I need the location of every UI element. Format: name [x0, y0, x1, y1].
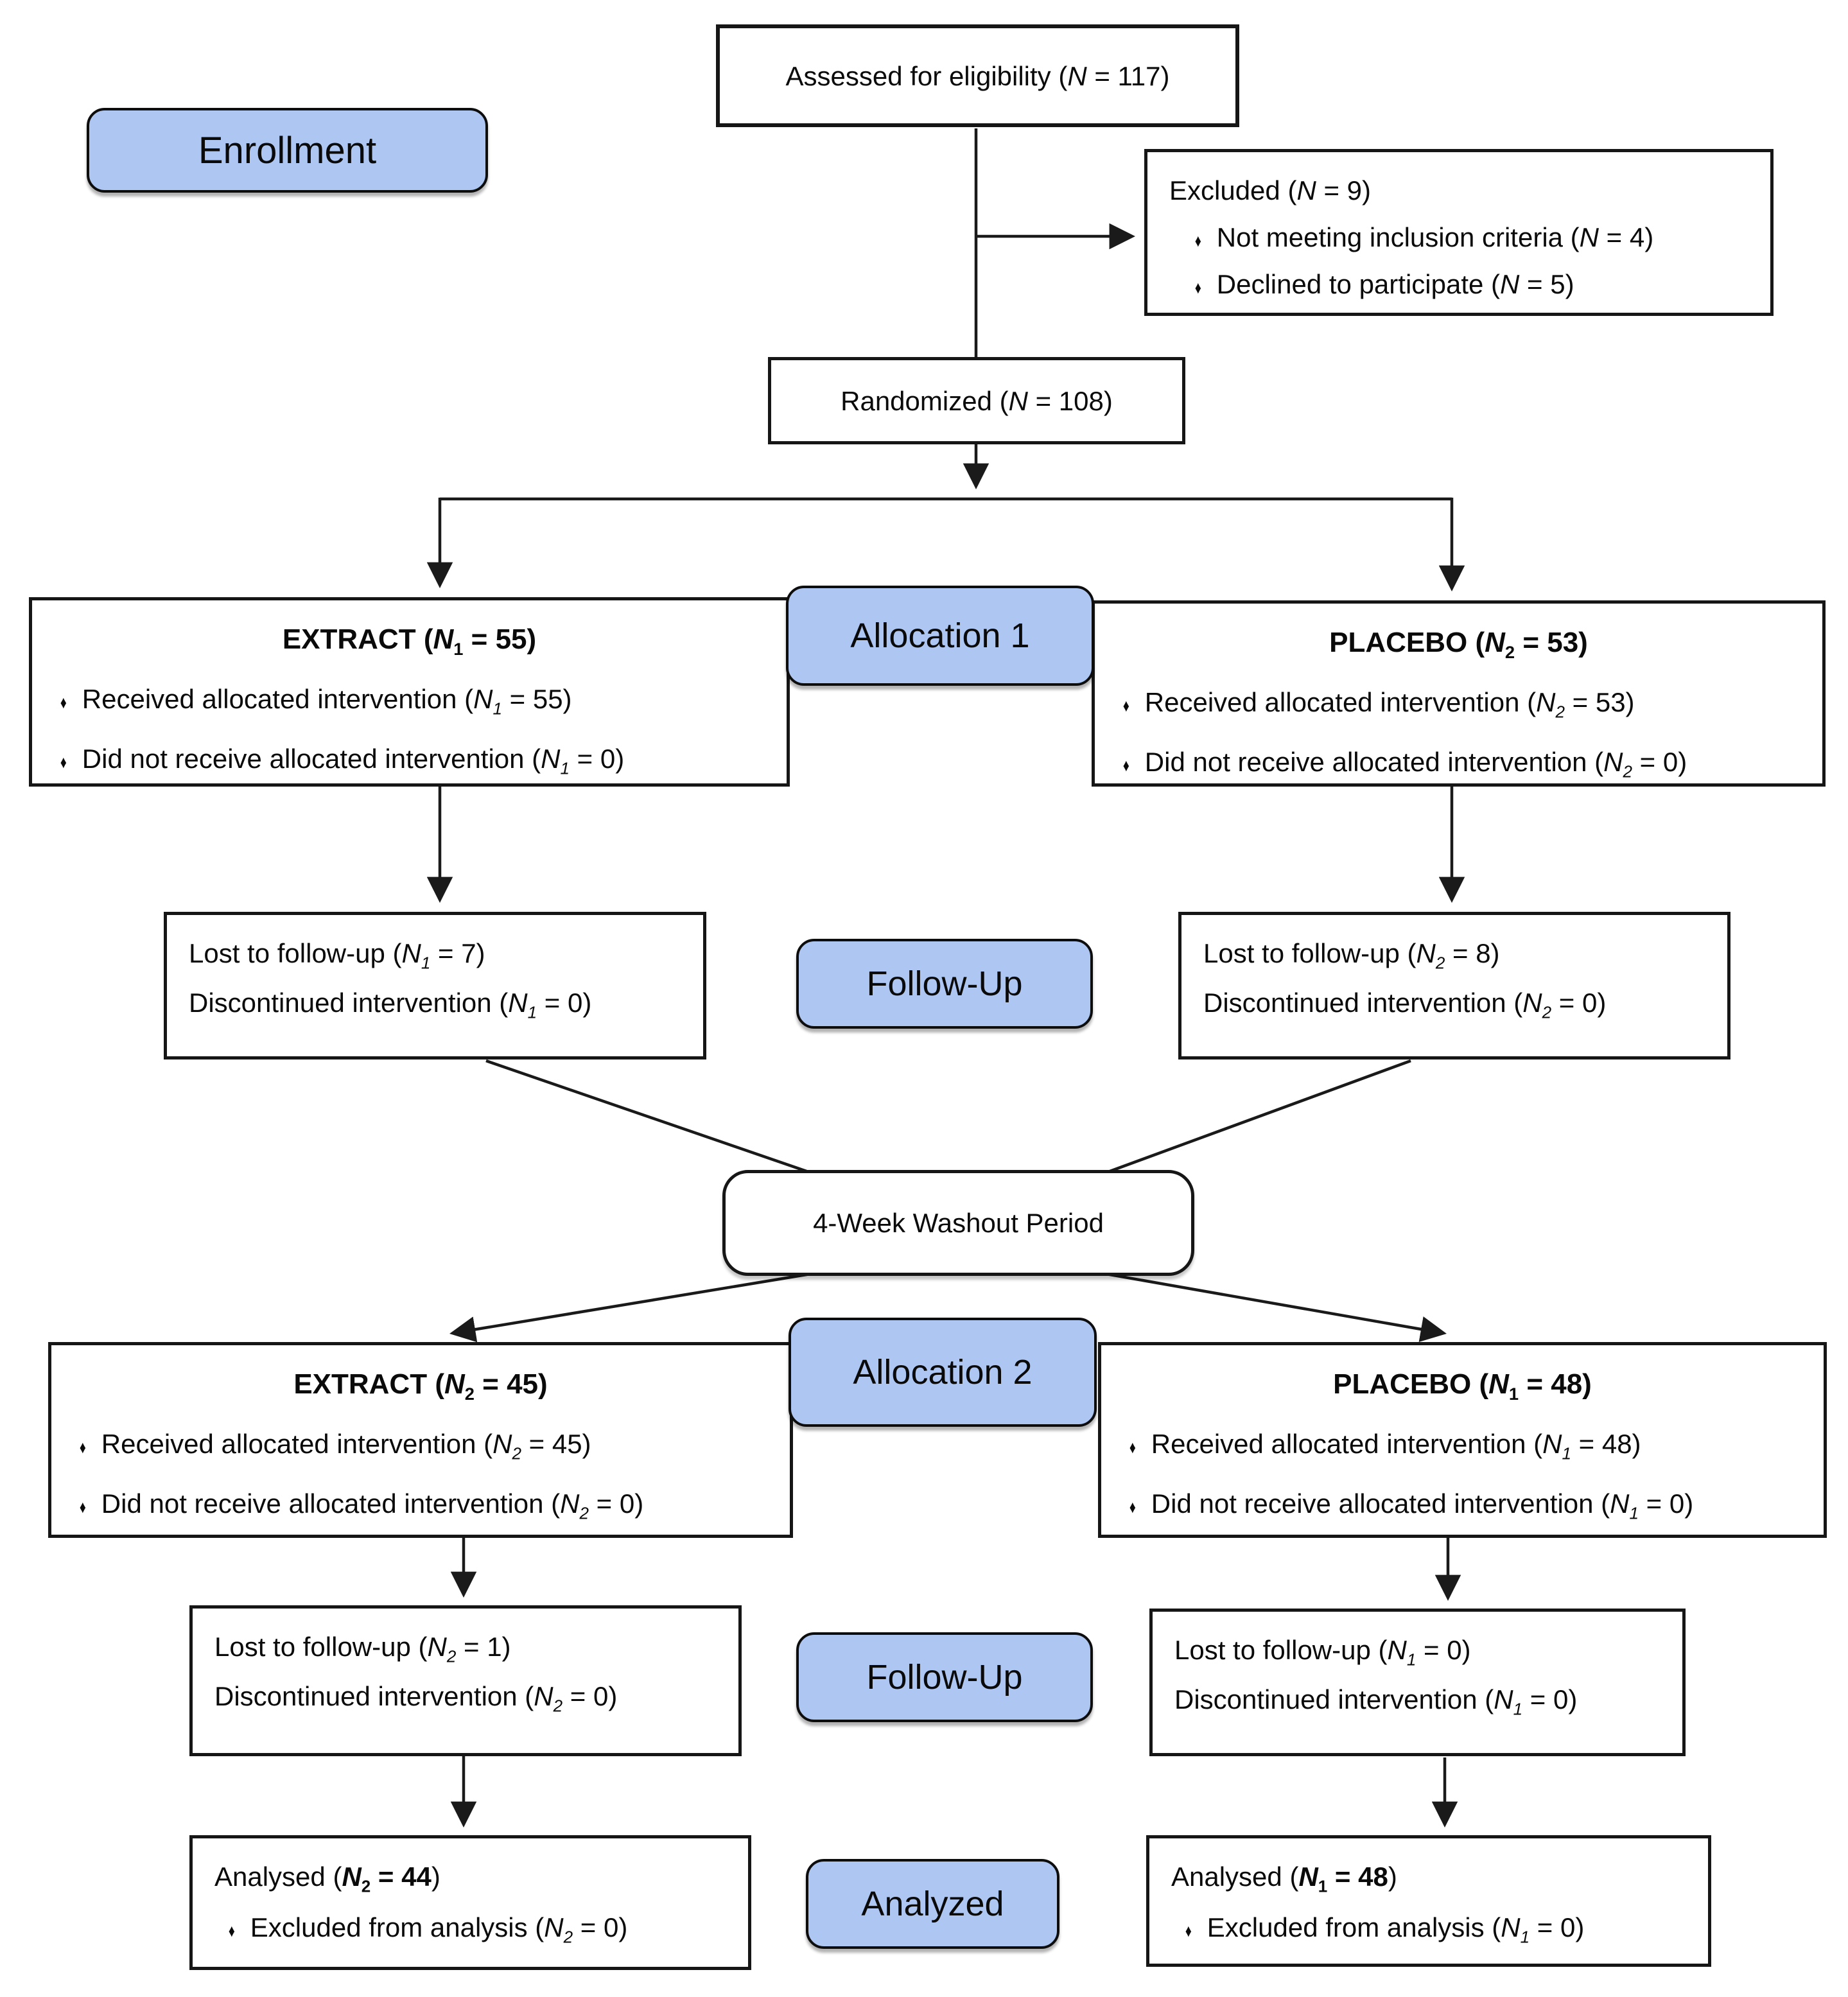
excluded-bullet: ♦ Not meeting inclusion criteria (N = 4) [1169, 217, 1748, 257]
followup1-label: Follow-Up [796, 939, 1093, 1029]
analysed-left-box: Analysed (N2 = 44) ♦ Excluded from analy… [189, 1835, 751, 1970]
followup2-left-line: Discontinued intervention (N2 = 0) [214, 1681, 618, 1716]
followup1-left-box: Lost to follow-up (N1 = 7) Discontinued … [164, 912, 706, 1060]
analyzed-label-text: Analyzed [861, 1885, 1004, 1923]
arrow-washout-to-placebo-arm2 [1102, 1271, 1447, 1342]
assessed-text: Assessed for eligibility (N = 117) [785, 60, 1170, 91]
followup2-right-line: Lost to follow-up (N1 = 0) [1174, 1635, 1471, 1670]
bullet-diamond-icon: ♦ [1129, 1497, 1136, 1517]
extract-arm1-bullet: ♦ Did not receive allocated intervention… [60, 744, 625, 778]
followup1-right-line: Discontinued intervention (N2 = 0) [1203, 988, 1607, 1022]
enrollment-label-text: Enrollment [198, 129, 377, 171]
excluded-title: Excluded (N = 9) [1169, 175, 1371, 205]
followup1-left-line: Discontinued intervention (N1 = 0) [189, 988, 592, 1022]
extract-arm1-title: EXTRACT (N1 = 55) [282, 624, 537, 659]
extract-arm1-bullet: ♦ Received allocated intervention (N1 = … [60, 684, 572, 719]
enrollment-label: Enrollment [87, 108, 488, 193]
bullet-diamond-icon: ♦ [1194, 231, 1201, 250]
randomized-box: Randomized (N = 108) [768, 357, 1185, 444]
extract-arm2-bullet: ♦ Did not receive allocated intervention… [79, 1488, 644, 1523]
followup1-label-text: Follow-Up [866, 964, 1023, 1003]
analysed-left-title: Analysed (N2 = 44) [214, 1862, 440, 1896]
followup2-label-text: Follow-Up [866, 1658, 1023, 1696]
followup2-right-box: Lost to follow-up (N1 = 0) Discontinued … [1149, 1609, 1686, 1756]
bullet-diamond-icon: ♦ [1194, 278, 1201, 297]
analysed-right-box: Analysed (N1 = 48) ♦ Excluded from analy… [1146, 1835, 1711, 1967]
bullet-diamond-icon: ♦ [1185, 1921, 1192, 1940]
followup1-left-line: Lost to follow-up (N1 = 7) [189, 938, 485, 973]
followup1-right-line: Lost to follow-up (N2 = 8) [1203, 938, 1500, 973]
followup2-label: Follow-Up [796, 1632, 1093, 1722]
allocation2-label-text: Allocation 2 [853, 1353, 1033, 1391]
followup1-right-box: Lost to follow-up (N2 = 8) Discontinued … [1178, 912, 1730, 1060]
excluded-bullet: ♦ Declined to participate (N = 5) [1169, 264, 1748, 304]
bullet-diamond-icon: ♦ [60, 753, 67, 772]
analyzed-label: Analyzed [806, 1859, 1059, 1949]
bullet-diamond-icon: ♦ [1129, 1438, 1136, 1457]
followup2-left-box: Lost to follow-up (N2 = 1) Discontinued … [189, 1605, 742, 1756]
assessed-box: Assessed for eligibility (N = 117) [716, 24, 1239, 127]
analysed-right-bullet: ♦ Excluded from analysis (N1 = 0) [1185, 1912, 1585, 1947]
extract-arm2-box: EXTRACT (N2 = 45) ♦ Received allocated i… [48, 1342, 793, 1538]
followup2-left-line: Lost to follow-up (N2 = 1) [214, 1632, 511, 1666]
line-followup1-right-to-washout [1106, 1059, 1411, 1174]
placebo-arm1-title: PLACEBO (N2 = 53) [1329, 627, 1588, 662]
extract-arm2-title: EXTRACT (N2 = 45) [293, 1368, 548, 1404]
bullet-diamond-icon: ♦ [60, 693, 67, 712]
allocation1-label-text: Allocation 1 [850, 616, 1030, 655]
randomized-text: Randomized (N = 108) [841, 385, 1113, 416]
followup2-right-line: Discontinued intervention (N1 = 0) [1174, 1684, 1578, 1719]
arrow-washout-to-extract-arm2 [449, 1271, 815, 1343]
line-followup1-left-to-washout [485, 1059, 811, 1174]
bullet-diamond-icon: ♦ [79, 1438, 86, 1457]
washout-box: 4-Week Washout Period [722, 1170, 1194, 1276]
analysed-right-title: Analysed (N1 = 48) [1171, 1862, 1397, 1896]
bullet-diamond-icon: ♦ [1122, 756, 1129, 775]
extract-arm1-box: EXTRACT (N1 = 55) ♦ Received allocated i… [29, 597, 790, 787]
bullet-diamond-icon: ♦ [79, 1497, 86, 1517]
washout-text: 4-Week Washout Period [813, 1208, 1104, 1238]
bullet-diamond-icon: ♦ [1122, 696, 1129, 715]
placebo-arm2-title: PLACEBO (N1 = 48) [1333, 1368, 1592, 1404]
allocation2-label: Allocation 2 [789, 1318, 1097, 1427]
bullet-diamond-icon: ♦ [228, 1921, 235, 1940]
excluded-box: Excluded (N = 9) ♦ Not meeting inclusion… [1144, 149, 1774, 316]
placebo-arm2-box: PLACEBO (N1 = 48) ♦ Received allocated i… [1098, 1342, 1827, 1538]
placebo-arm2-bullet: ♦ Did not receive allocated intervention… [1129, 1488, 1694, 1523]
placebo-arm2-bullet: ♦ Received allocated intervention (N1 = … [1129, 1429, 1641, 1463]
placebo-arm1-bullet: ♦ Received allocated intervention (N2 = … [1122, 687, 1635, 722]
analysed-left-bullet: ♦ Excluded from analysis (N2 = 0) [228, 1912, 628, 1947]
extract-arm2-bullet: ♦ Received allocated intervention (N2 = … [79, 1429, 591, 1463]
allocation1-label: Allocation 1 [786, 586, 1094, 686]
placebo-arm1-box: PLACEBO (N2 = 53) ♦ Received allocated i… [1092, 600, 1826, 787]
placebo-arm1-bullet: ♦ Did not receive allocated intervention… [1122, 747, 1687, 781]
